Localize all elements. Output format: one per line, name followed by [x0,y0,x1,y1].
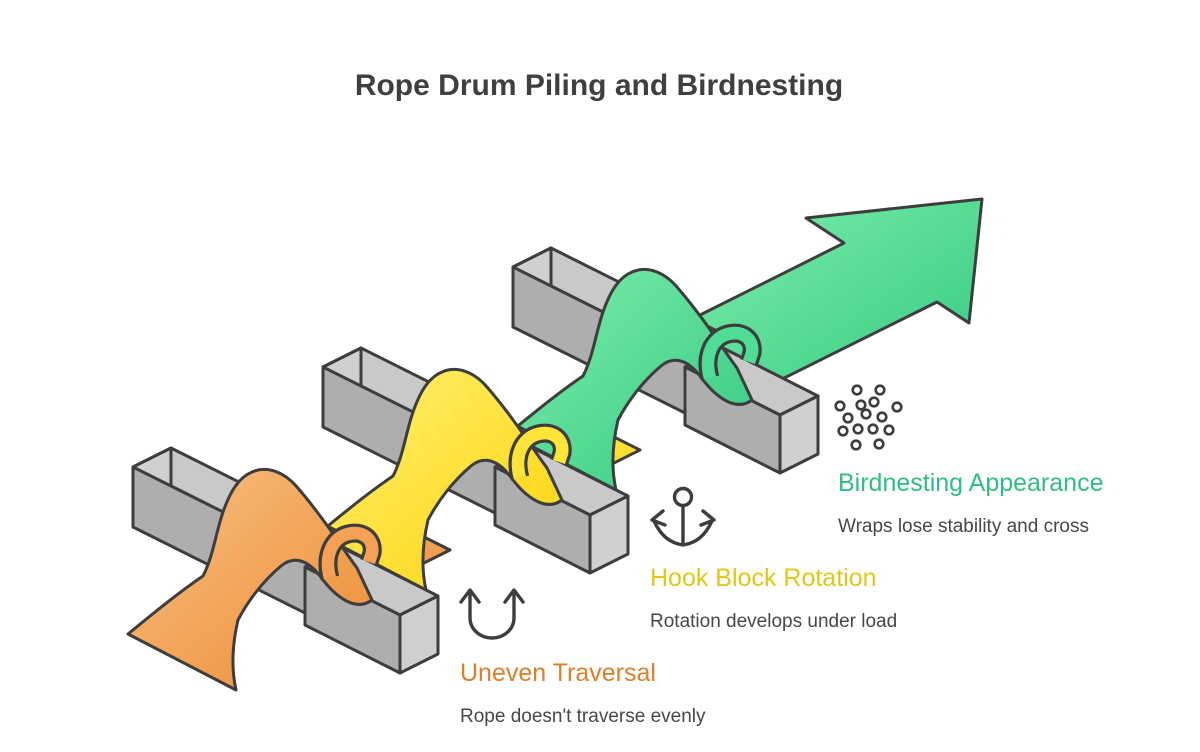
page-title: Rope Drum Piling and Birdnesting [355,69,843,102]
stage-label-hook-block-rotation: Hook Block Rotation [650,564,877,592]
stage-label-group-uneven-traversal: Uneven Traversal Rope doesn't traverse e… [460,659,706,727]
rotation-arrows-icon [459,588,525,640]
scatter-dots-icon [834,384,903,451]
stage-description-birdnesting-appearance: Wraps lose stability and cross [838,516,1089,537]
stage-description-uneven-traversal: Rope doesn't traverse evenly [460,706,706,727]
stage-label-group-hook-block-rotation: Hook Block Rotation Rotation develops un… [650,564,897,632]
stage-label-uneven-traversal: Uneven Traversal [460,659,656,687]
stage-label-group-birdnesting-appearance: Birdnesting Appearance Wraps lose stabil… [838,469,1103,537]
stage-description-hook-block-rotation: Rotation develops under load [650,611,897,632]
anchor-icon [650,486,716,547]
stage-label-birdnesting-appearance: Birdnesting Appearance [838,469,1103,497]
